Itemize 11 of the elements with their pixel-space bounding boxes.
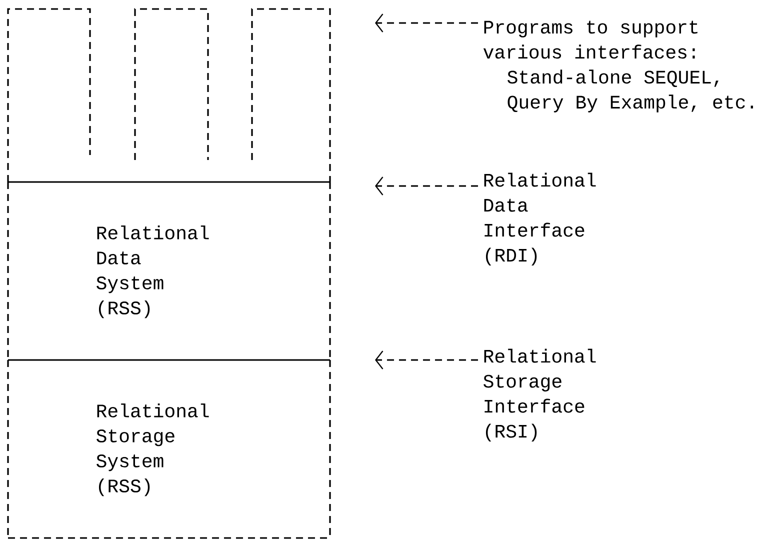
layer-box: Relational Storage System (RSS) bbox=[7, 360, 331, 539]
program-box bbox=[251, 8, 331, 182]
arrow bbox=[375, 350, 478, 370]
program-box bbox=[134, 8, 209, 160]
description-text: Relational Storage Interface (RSI) bbox=[484, 348, 596, 442]
arrow bbox=[375, 14, 478, 32]
arrow bbox=[375, 176, 478, 196]
program-box bbox=[7, 8, 91, 182]
description-text: Relational Data Interface (RDI) bbox=[484, 172, 596, 266]
layer-box: Relational Data System (RSS) bbox=[7, 182, 331, 360]
description-text: Programs to support various interfaces: Stand-alone SEQUEL, Query By Example, etc. bbox=[483, 20, 753, 112]
